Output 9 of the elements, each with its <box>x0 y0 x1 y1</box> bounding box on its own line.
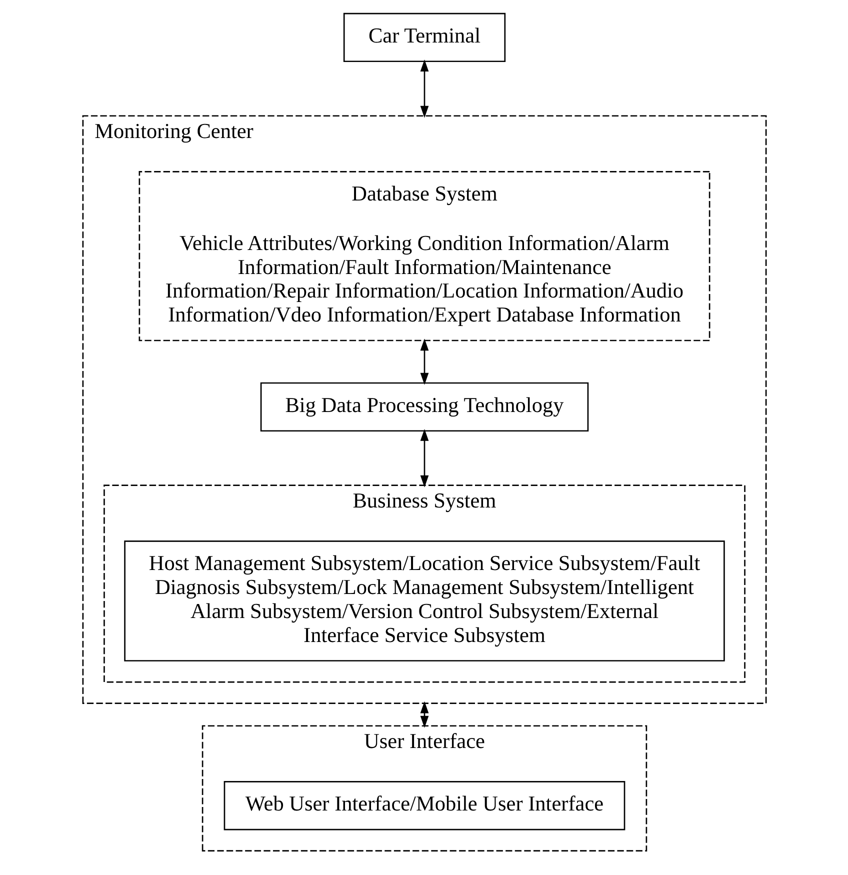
node-box: Web User Interface/Mobile User Interface <box>223 781 625 830</box>
arrow <box>420 338 428 385</box>
node-box: Big Data Processing Technology <box>260 382 588 432</box>
arrow <box>420 428 428 488</box>
node-box: Database System Vehicle Attributes/Working Condition Information/Alarm Information/Fault Information/Maintenance Information/Repair Information/Location Information/Audio Information/Vdeo Information/Expert Database Information <box>138 171 710 342</box>
arrow <box>420 701 428 728</box>
node-box: Car Terminal <box>342 12 506 62</box>
node-box: Host Management Subsystem/Location Service Subsystem/Fault Diagnosis Subsystem/Lock Management Subsystem/Intelligent Alarm Subsystem/Version Control Subsystem/External Interface Service Subsystem <box>124 540 724 662</box>
arrow <box>420 59 428 118</box>
